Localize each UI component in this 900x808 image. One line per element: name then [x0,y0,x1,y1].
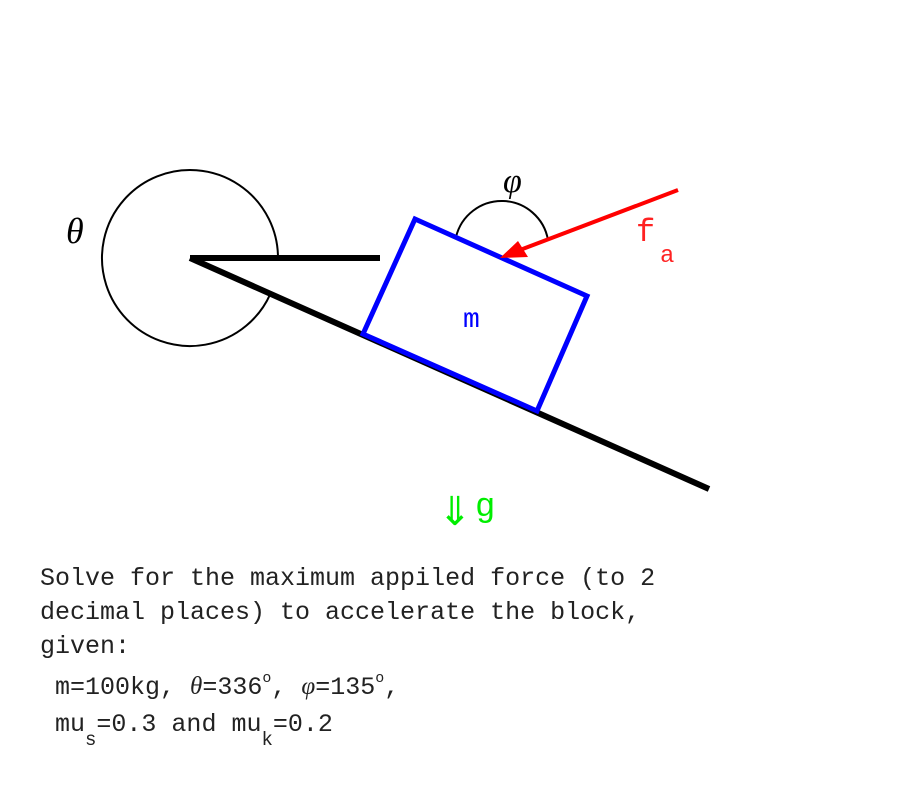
problem-friction-values: mus=0.3 and muk=0.2 [40,710,333,751]
problem-given-values: m=100kg, θ=336o, φ=135o, [40,670,399,702]
theta-angle-arc [101,169,279,348]
phi-angle-arc [455,200,549,241]
applied-force-arrowhead [500,241,528,258]
mass-label: m [463,305,480,336]
problem-line-1: Solve for the maximum appiled force (to … [40,564,655,593]
force-subscript: a [660,243,674,270]
force-label: f [636,214,655,251]
gravity-arrow-icon: ⇓ [438,489,472,535]
problem-line-3: given: [40,632,130,661]
problem-line-2: decimal places) to accelerate the block, [40,598,640,627]
applied-force-line [519,188,679,252]
phi-label: φ [503,163,522,200]
gravity-label: g [475,489,495,527]
block [359,215,591,415]
theta-label: θ [66,211,84,251]
